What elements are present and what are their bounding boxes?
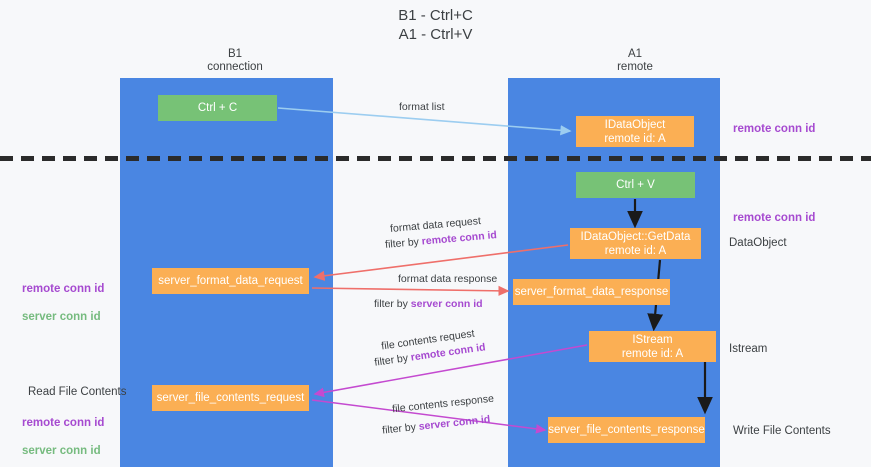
edge-label-format-data-response: format data response [398,273,498,285]
node-server-format-data-request[interactable]: server_format_data_request [152,268,309,294]
column-header-a1: A1 remote [617,48,653,73]
filter-prefix: filter by [373,351,412,369]
annotation-read-file-contents: Read File Contents [28,386,127,398]
phase-divider [0,156,871,161]
node-ctrl-v[interactable]: Ctrl + V [576,172,695,198]
edge-label-format-data-response-filter: filter by server conn id [374,298,483,311]
annotation-istream: Istream [729,343,768,355]
annotation-server-conn-id-left-bottom: server conn id [22,445,101,457]
annotation-remote-conn-id-left-mid: remote conn id [22,283,105,295]
column-header-b1: B1 connection [207,48,263,73]
annotation-remote-conn-id-top: remote conn id [733,123,816,135]
annotation-dataobject: DataObject [729,237,787,249]
annotation-remote-conn-id-left-bottom: remote conn id [22,417,105,429]
filter-key: server conn id [418,413,491,433]
edge-label-file-contents-response-filter: filter by server conn id [382,413,491,437]
node-idataobject-getdata[interactable]: IDataObject::GetData remote id: A [570,228,701,259]
diagram-title: B1 - Ctrl+C A1 - Ctrl+V [398,7,473,43]
node-server-format-data-response[interactable]: server_format_data_response [513,279,670,305]
filter-prefix: filter by [381,420,420,437]
node-ctrl-c[interactable]: Ctrl + C [158,95,277,121]
filter-key: server conn id [410,298,483,310]
edge-format-data-response [311,285,510,296]
edge-label-file-contents-response: file contents response [391,392,495,416]
annotation-write-file-contents: Write File Contents [733,425,831,437]
annotation-remote-conn-id-mid: remote conn id [733,212,816,224]
node-idataobject[interactable]: IDataObject remote id: A [576,116,694,147]
annotation-server-conn-id-left-mid: server conn id [22,311,101,323]
node-server-file-contents-request[interactable]: server_file_contents_request [152,385,309,411]
annotation-left-conn-ids-mid: remote conn id server conn id [22,268,104,324]
node-server-file-contents-response[interactable]: server_file_contents_response [548,417,705,443]
node-istream[interactable]: IStream remote id: A [589,331,716,362]
annotation-left-conn-ids-bottom: remote conn id server conn id [22,402,104,458]
edge-label-format-list: format list [399,101,445,113]
filter-prefix: filter by [384,235,423,251]
filter-prefix: filter by [374,298,411,310]
